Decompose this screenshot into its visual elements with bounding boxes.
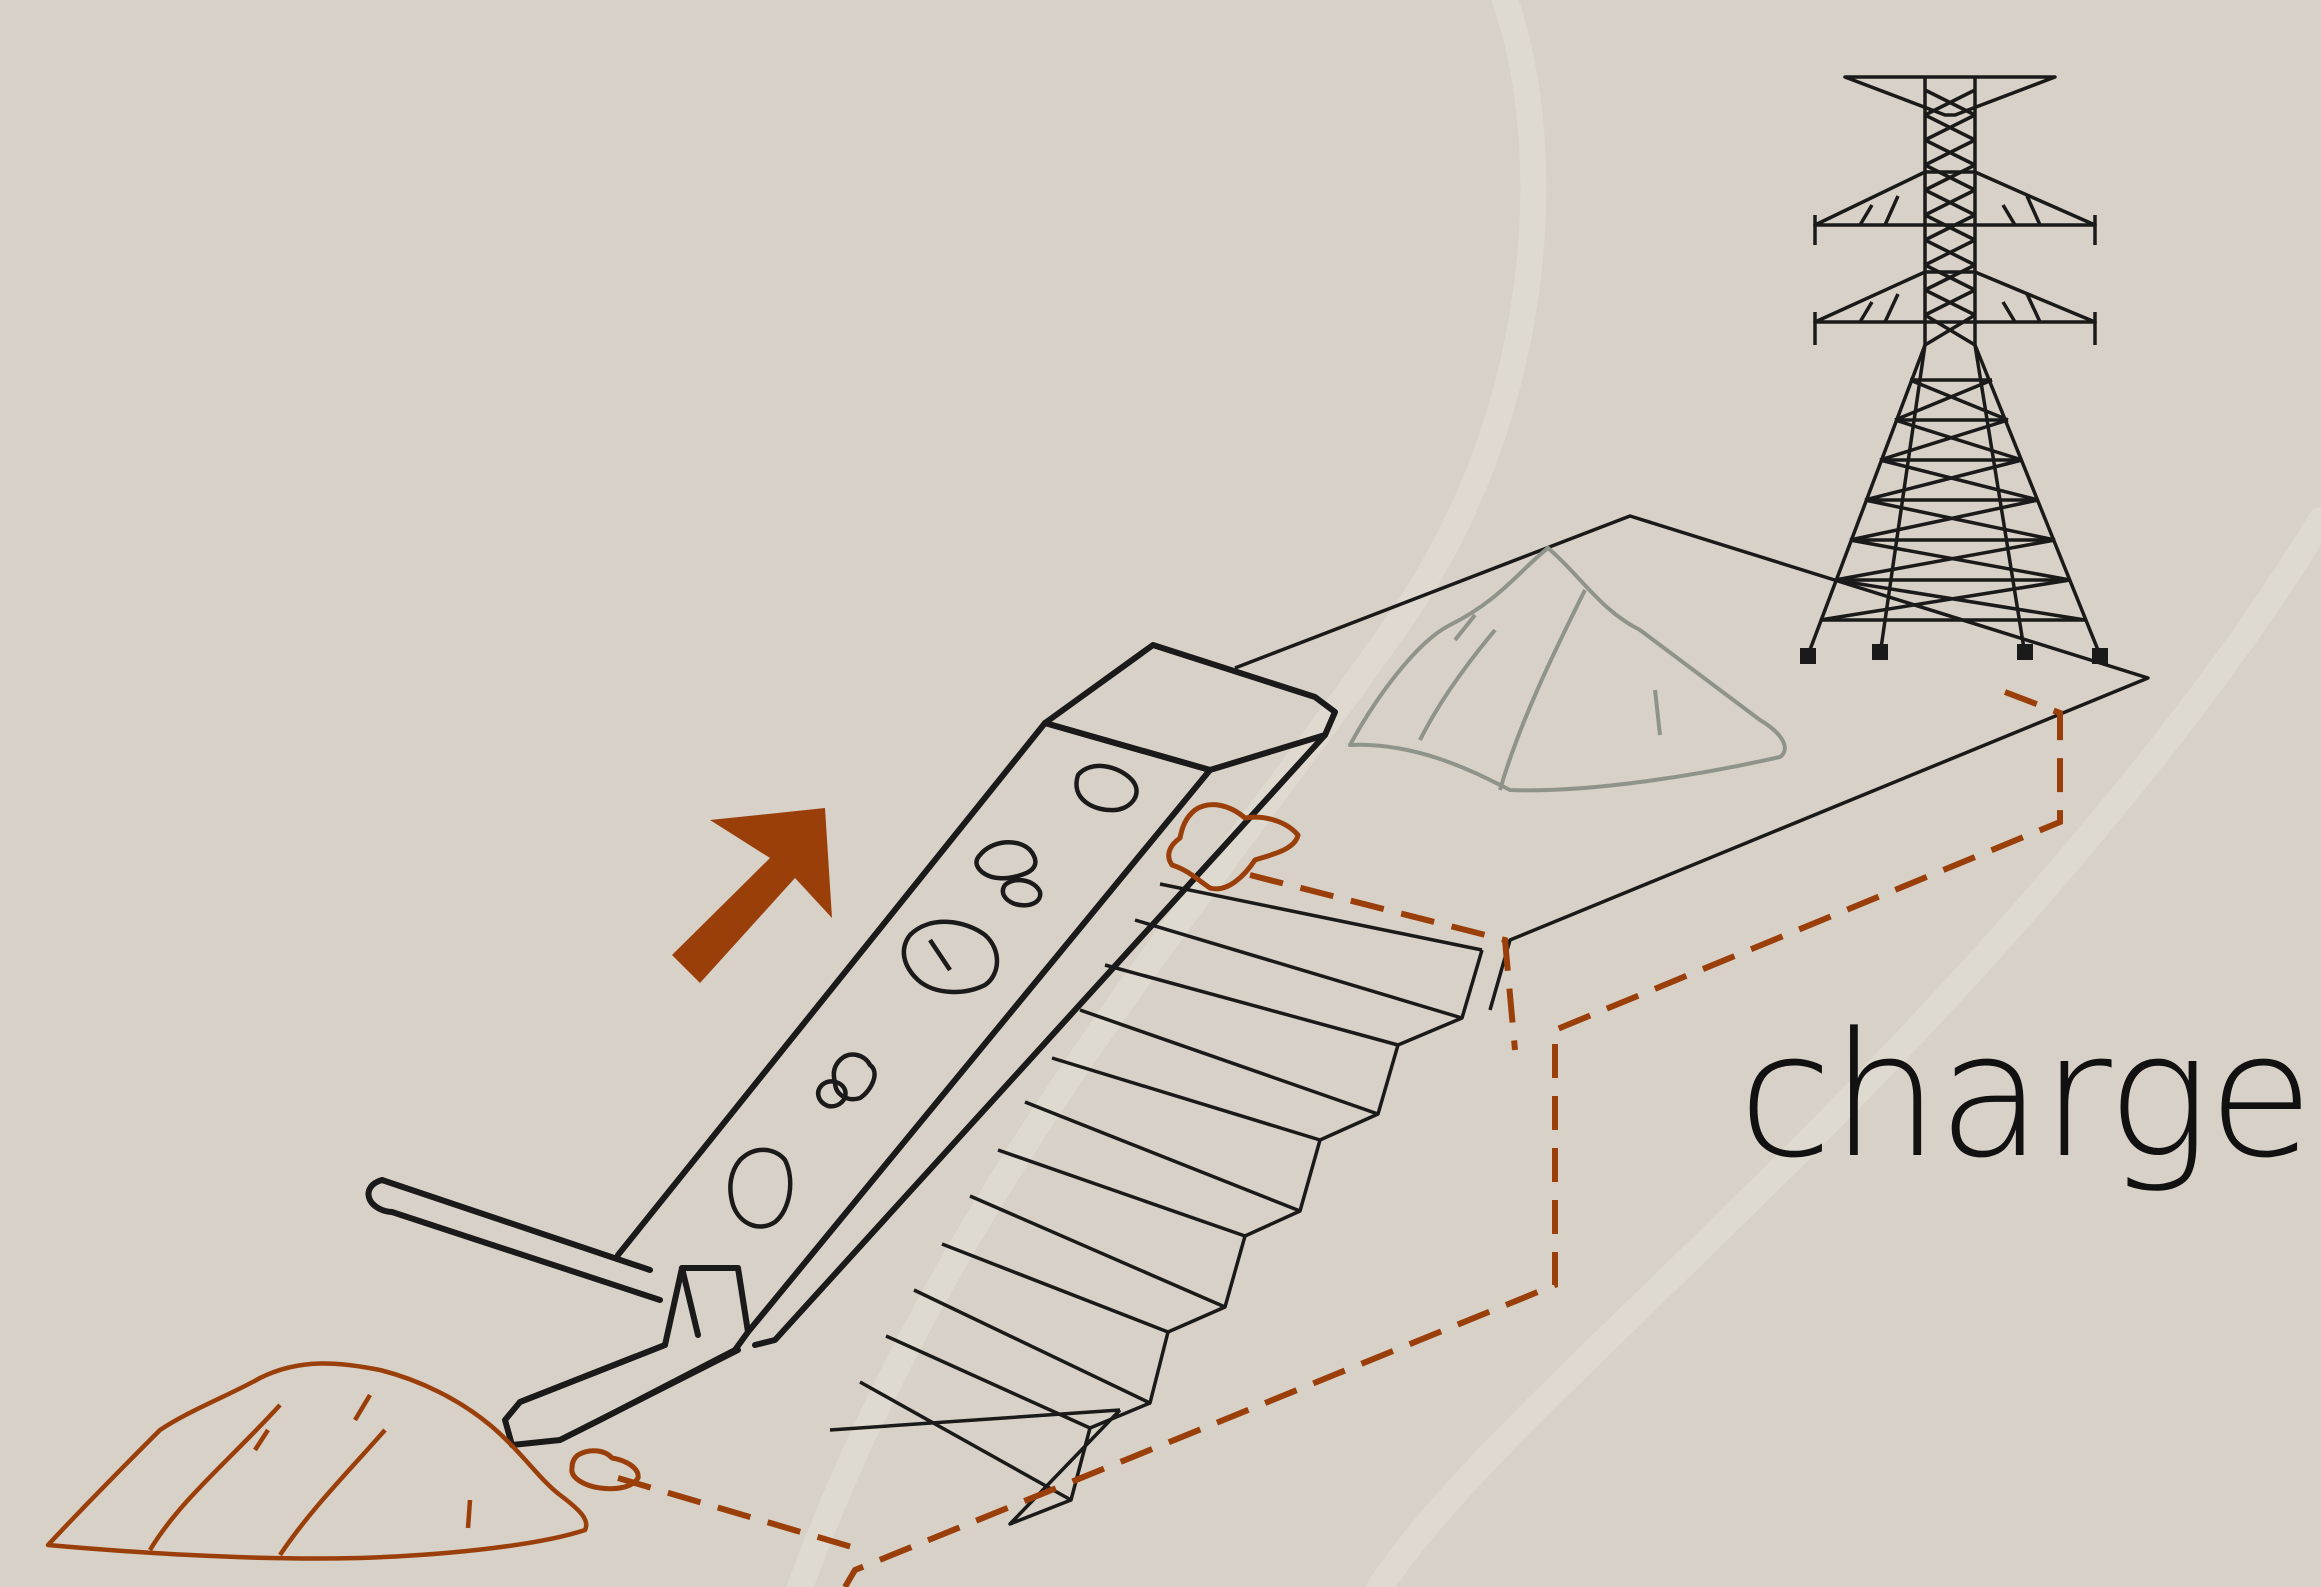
caption-label: charge [1738, 1010, 2312, 1182]
conveyor-belt [369, 645, 1335, 1445]
up-arrow-icon [672, 808, 832, 983]
tower-footings [1800, 644, 2108, 664]
raw-ore-pile [48, 1363, 586, 1558]
background-swooshes [800, 0, 2321, 1587]
transmission-tower-icon [1808, 77, 2100, 655]
stepped-pit [830, 884, 1482, 1524]
